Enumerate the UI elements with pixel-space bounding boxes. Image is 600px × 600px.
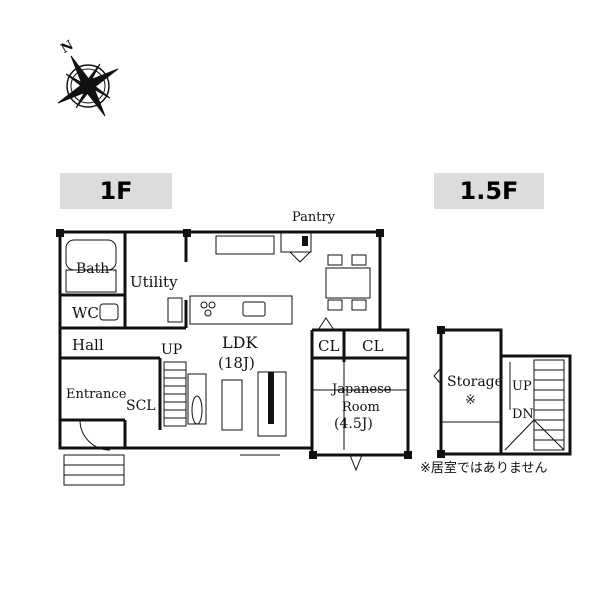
hall-label: Hall xyxy=(72,336,104,354)
half-floor-plan xyxy=(433,326,572,458)
stairs-up-label: UP xyxy=(161,342,182,358)
japanese-room-label-2: Room xyxy=(342,400,380,415)
utility-label: Utility xyxy=(130,273,178,291)
closet-label-2: CL xyxy=(362,337,383,355)
japanese-room-label: Japanese xyxy=(330,382,392,397)
wc-label: WC xyxy=(72,304,99,322)
bath-label: Bath xyxy=(76,261,109,277)
japanese-room-size: (4.5J) xyxy=(334,416,373,432)
ldk-size-label: (18J) xyxy=(218,354,255,372)
floor-1f-title: 1F xyxy=(60,173,172,209)
stairs-down-label: DN xyxy=(512,407,534,422)
closet-label-1: CL xyxy=(318,337,339,355)
entrance-label: Entrance xyxy=(66,387,127,402)
ldk-label: LDK xyxy=(222,333,258,352)
north-label: N xyxy=(59,38,77,57)
pantry-label: Pantry xyxy=(292,210,336,225)
floor-15f-title: 1.5F xyxy=(434,173,544,209)
first-floor-plan xyxy=(56,229,412,486)
storage-label: Storage xyxy=(447,374,503,390)
scl-label: SCL xyxy=(126,398,156,414)
stairs-up-label-2: UP xyxy=(512,379,532,394)
storage-mark: ※ xyxy=(465,393,476,408)
storage-note: ※居室ではありません xyxy=(420,460,548,476)
compass-rose-icon xyxy=(57,55,119,117)
